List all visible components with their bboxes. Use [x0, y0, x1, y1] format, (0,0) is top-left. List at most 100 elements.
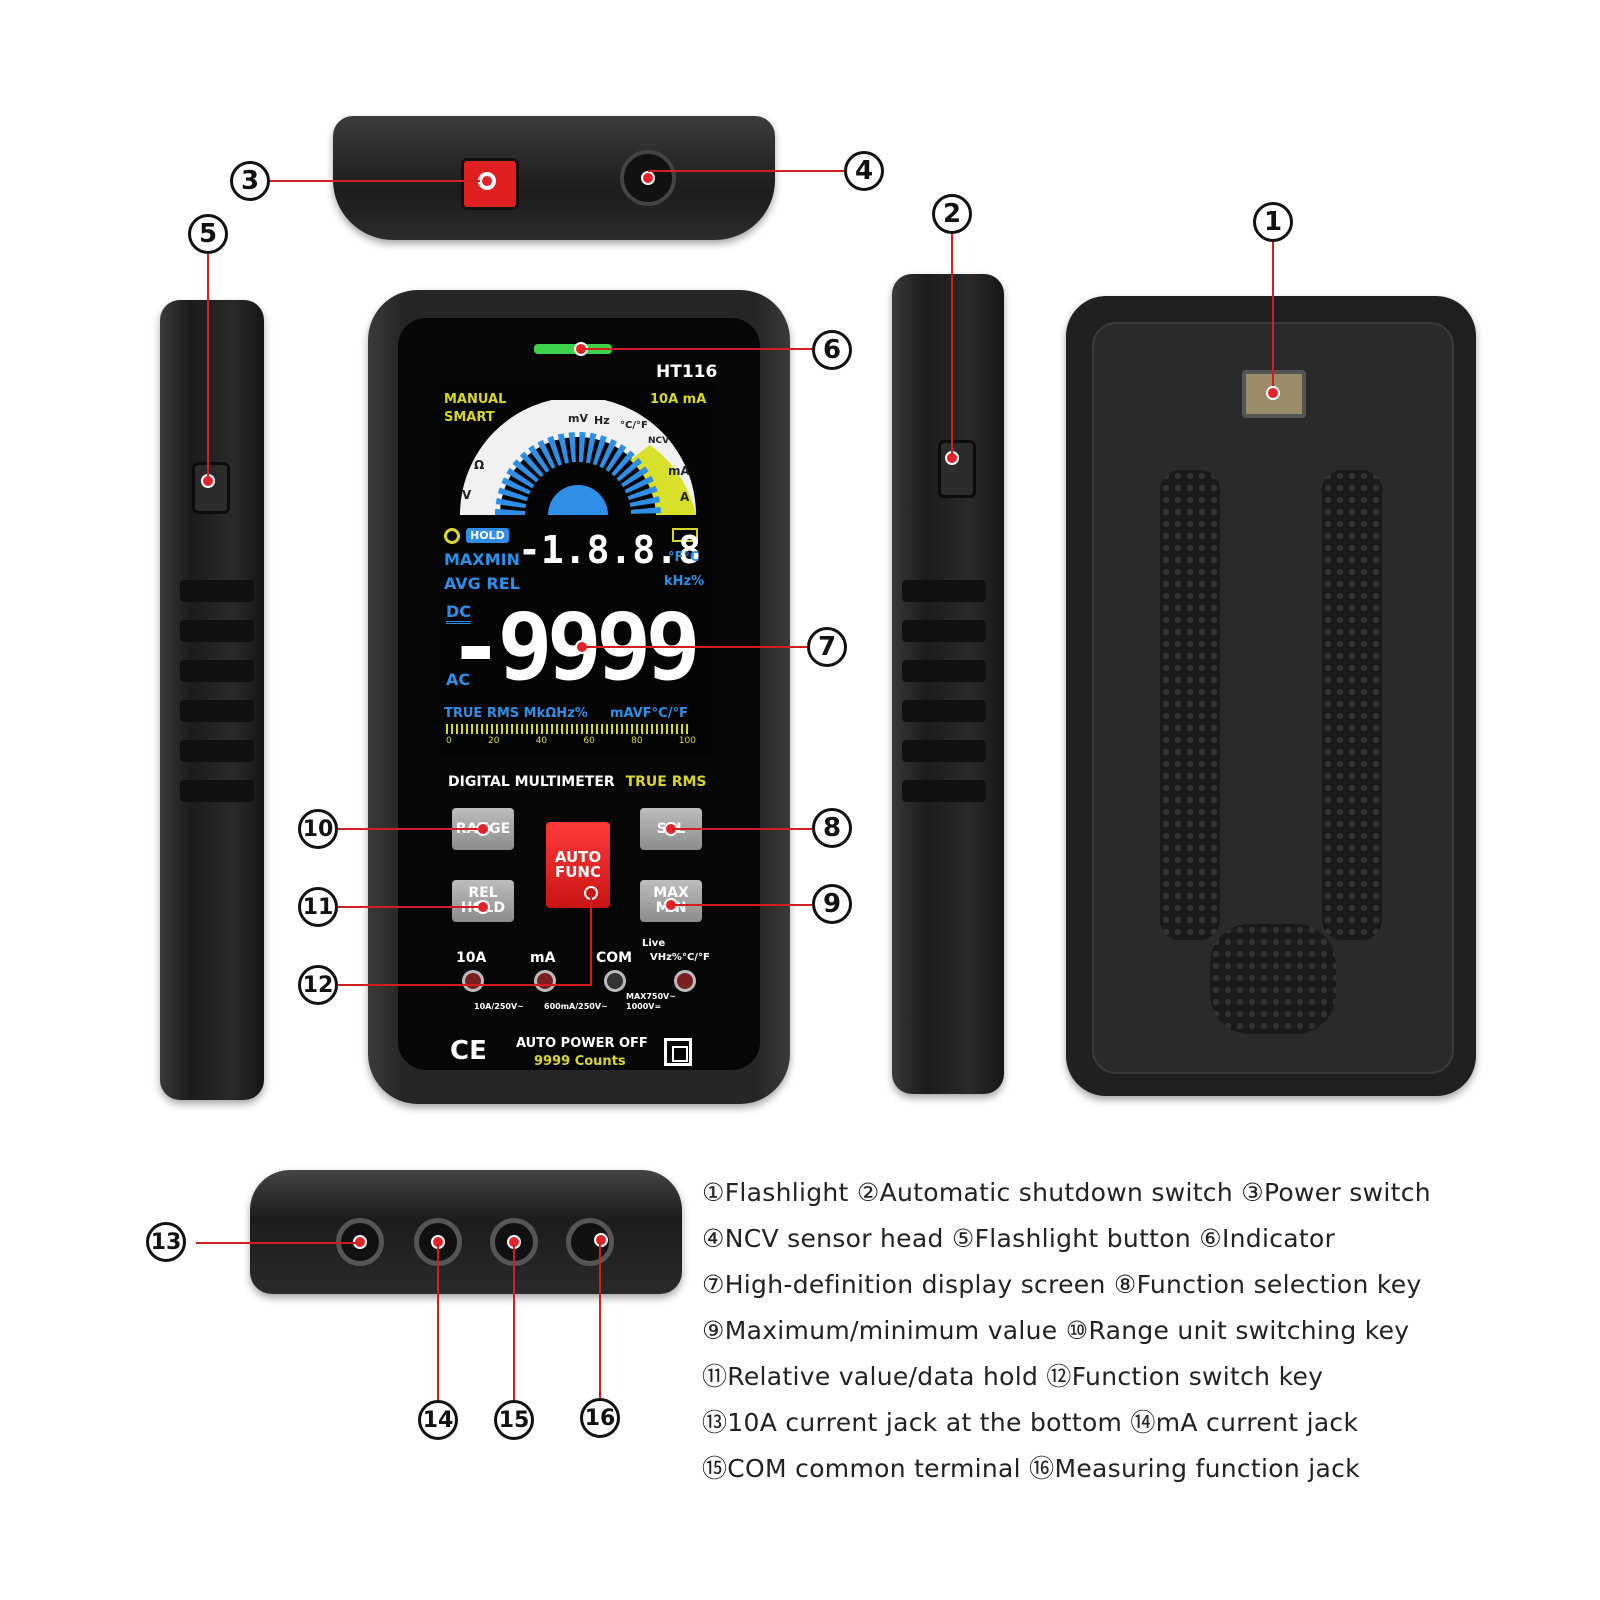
leader-8 [672, 828, 812, 830]
dial-label-v: V [462, 488, 472, 502]
jack-label-ma: mA [530, 950, 556, 966]
face-label-accent: TRUE RMS [625, 774, 707, 790]
legend-line: ⑦High-definition display screen ⑧Functio… [702, 1270, 1422, 1299]
lcd-dc: DC [446, 602, 472, 624]
side-rib [180, 740, 254, 762]
callout-7: 7 [807, 627, 847, 667]
callout-15: 15 [494, 1400, 534, 1440]
side-rib [180, 700, 254, 722]
leader-9 [672, 904, 812, 906]
flashlight [1242, 370, 1306, 418]
lcd-smart: SMART [444, 410, 495, 425]
callout-dot-1 [1266, 386, 1280, 400]
dial-label-mv: mV [568, 412, 588, 425]
lcd-scale: 0 20 40 60 80 100 [446, 736, 696, 750]
auto-func-label-1: AUTO [554, 848, 602, 866]
callout-1: 1 [1253, 202, 1293, 242]
bottom-view [250, 1170, 682, 1294]
side-rib [902, 780, 986, 802]
ce-mark: CE [450, 1036, 487, 1066]
callout-dot-11 [476, 900, 490, 914]
rating-ma: 600mA/250V~ [544, 1002, 608, 1011]
counts-label: 9999 Counts [534, 1054, 626, 1069]
indicator [534, 344, 612, 354]
callout-5: 5 [188, 214, 228, 254]
scale-tick: 40 [535, 736, 548, 746]
auto-power-off: AUTO POWER OFF [516, 1036, 648, 1051]
leader-5 [207, 252, 209, 478]
jack-ma [534, 970, 556, 992]
dial-label-ohm: Ω [474, 458, 485, 472]
rating-10a: 10A/250V~ [474, 1002, 524, 1011]
jack-v [674, 970, 696, 992]
leader-10 [338, 828, 478, 830]
leader-1 [1272, 240, 1274, 386]
callout-dot-4 [641, 171, 655, 185]
dial-label-hz: Hz [594, 414, 610, 427]
max-min-label-1: MAX [653, 885, 689, 901]
lcd-manual: MANUAL [444, 392, 507, 407]
lcd-range-top-right: 10A mA [650, 392, 707, 407]
lcd-freq-unit: kHz% [664, 574, 705, 589]
lcd-avg-rel: AVG REL [444, 574, 520, 593]
scale-tick: 100 [678, 736, 696, 746]
right-side-view [892, 274, 1004, 1094]
power-status-icon [444, 528, 460, 544]
leader-11 [338, 906, 478, 908]
scale-tick: 60 [583, 736, 595, 746]
dial-label-a: A [680, 490, 690, 504]
lcd-bargraph [446, 724, 690, 734]
scale-tick: 0 [446, 736, 452, 746]
auto-func-label-2: FUNC [555, 863, 601, 881]
lcd-small-reading: -1.8.8.8 [518, 528, 702, 572]
callout-4: 4 [844, 151, 884, 191]
lcd-ac: AC [446, 670, 471, 689]
legend-line: ④NCV sensor head ⑤Flashlight button ⑥Ind… [702, 1224, 1336, 1253]
leader-13 [196, 1242, 358, 1244]
legend-line: ①Flashlight ②Automatic shutdown switch ③… [702, 1178, 1431, 1207]
back-grip-bottom [1210, 924, 1336, 1034]
legend-line: ⑪Relative value/data hold ⑫Function swit… [702, 1362, 1324, 1391]
jack-label-vhz: VHz%°C/°F [650, 952, 710, 963]
face-label-main: DIGITAL MULTIMETER [448, 774, 615, 790]
leader-14 [437, 1244, 439, 1400]
callout-dot-3 [480, 174, 494, 188]
model-label: HT116 [656, 362, 718, 382]
leader-3 [266, 180, 480, 182]
callout-10: 10 [298, 809, 338, 849]
top-view [333, 116, 775, 240]
leader-12-v [590, 896, 592, 986]
side-rib [902, 580, 986, 602]
leader-15 [513, 1244, 515, 1400]
jack-com [604, 970, 626, 992]
callout-dot-10 [476, 822, 490, 836]
dial-label-ncv: NCV [648, 436, 670, 446]
jack-10a [462, 970, 484, 992]
legend: ①Flashlight ②Automatic shutdown switch ③… [702, 1170, 1582, 1492]
callout-13: 13 [146, 1222, 186, 1262]
leader-16 [599, 1242, 601, 1398]
face-label: DIGITAL MULTIMETER TRUE RMS [448, 774, 707, 790]
side-rib [902, 740, 986, 762]
side-rib [180, 620, 254, 642]
auto-func-button[interactable]: AUTO FUNC [546, 822, 610, 908]
leader-2 [951, 232, 953, 456]
ncv-sensor-head [620, 150, 676, 206]
lcd-hold: HOLD [466, 528, 509, 543]
side-rib [902, 620, 986, 642]
lcd-bottom-units-right: mAVF°C/°F [610, 706, 688, 721]
power-switch [461, 158, 519, 210]
jack-label-live: Live [642, 938, 666, 949]
rating-v-2: 1000V= [626, 1002, 662, 1011]
dial-label-temp: °C/°F [620, 420, 648, 431]
leader-7 [585, 646, 807, 648]
legend-line: ⑬10A current jack at the bottom ⑭mA curr… [702, 1408, 1359, 1437]
side-rib [902, 660, 986, 682]
callout-6: 6 [812, 330, 852, 370]
callout-14: 14 [418, 1400, 458, 1440]
lcd-maxmin: MAXMIN [444, 550, 520, 569]
legend-line: ⑮COM common terminal ⑯Measuring function… [702, 1454, 1360, 1483]
scale-tick: 20 [487, 736, 500, 746]
flashlight-button [192, 462, 230, 514]
callout-8: 8 [812, 808, 852, 848]
